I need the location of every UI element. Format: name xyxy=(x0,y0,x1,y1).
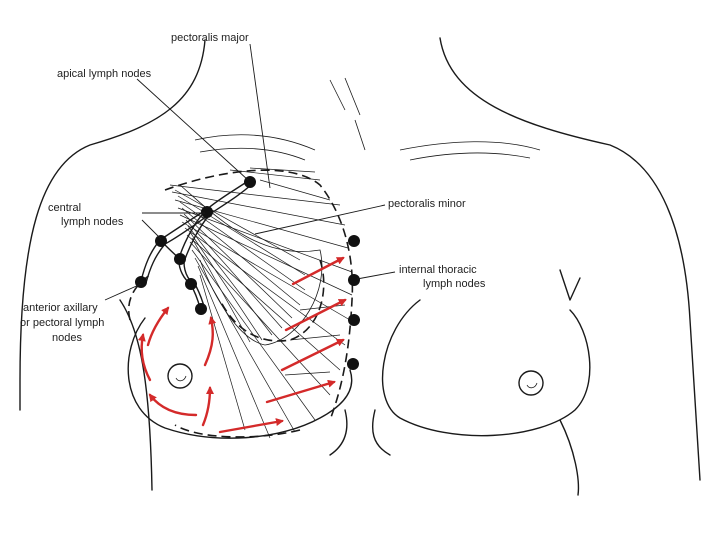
medial-drainage-arrow xyxy=(291,256,345,286)
central-lymph-node xyxy=(155,235,167,247)
label-central-lymph-nodes-line2: lymph nodes xyxy=(61,216,124,228)
apical-lymph-node xyxy=(201,206,213,218)
pectoral-lymph-node xyxy=(195,303,207,315)
medial-drainage-arrow xyxy=(280,338,345,372)
lateral-drainage-arrow xyxy=(201,386,214,427)
labels: pectoralis major apical lymph nodes cent… xyxy=(20,32,486,344)
pectoralis-major-muscle xyxy=(169,167,353,439)
pectoral-lymph-node xyxy=(185,278,197,290)
label-apical-lymph-nodes: apical lymph nodes xyxy=(57,68,152,80)
label-leaders xyxy=(104,43,396,301)
label-anterior-axillary-line1: anterior axillary xyxy=(23,302,98,314)
drainage-arrows xyxy=(137,256,347,434)
axillary-lymph-nodes xyxy=(135,176,256,315)
drainage-boundaries xyxy=(128,169,354,438)
pectoralis-minor-muscle xyxy=(174,184,323,346)
label-internal-thoracic-line1: internal thoracic xyxy=(399,264,477,276)
label-pectoralis-major: pectoralis major xyxy=(171,32,249,44)
label-anterior-axillary-line3: nodes xyxy=(52,332,82,344)
label-pectoralis-minor: pectoralis minor xyxy=(388,198,466,210)
internal-thoracic-node xyxy=(348,274,360,286)
lateral-drainage-arrow xyxy=(146,306,170,347)
internal-thoracic-node xyxy=(348,235,360,247)
label-anterior-axillary-line2: or pectoral lymph xyxy=(20,317,104,329)
label-internal-thoracic-line2: lymph nodes xyxy=(423,278,486,290)
torso-outline xyxy=(19,37,701,496)
medial-drainage-arrow xyxy=(284,298,347,332)
label-central-lymph-nodes-line1: central xyxy=(48,202,81,214)
lateral-drainage-arrow xyxy=(137,333,152,382)
internal-thoracic-node xyxy=(347,358,359,370)
central-lymph-node xyxy=(174,253,186,265)
medial-drainage-arrow xyxy=(218,418,284,434)
lateral-drainage-arrow xyxy=(148,393,198,417)
medial-drainage-arrow xyxy=(265,379,336,404)
internal-thoracic-lymph-nodes xyxy=(347,235,360,370)
internal-thoracic-node xyxy=(348,314,360,326)
lateral-drainage-arrow xyxy=(203,316,217,367)
